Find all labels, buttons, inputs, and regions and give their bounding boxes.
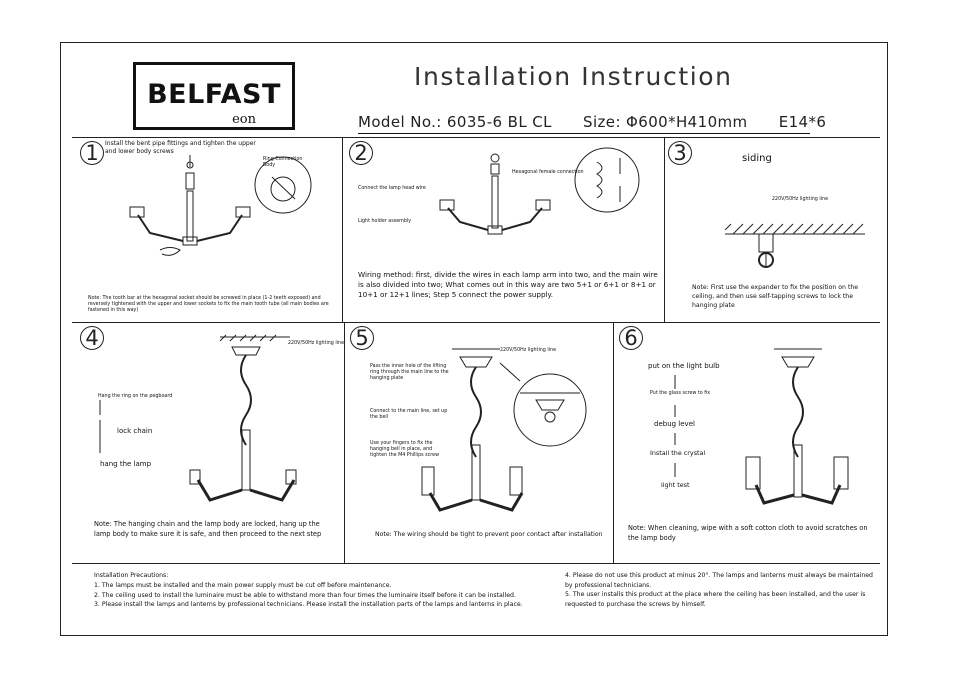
step6-debug: debug level [654,420,695,428]
step4-line-label: 220V/50Hz lighting line [288,341,345,346]
step4-diagram [99,334,297,502]
step6-glass-screw: Put the glass screw to fix [650,391,711,396]
step5-note: Note: The wiring should be tight to prev… [375,531,603,538]
step4-note: Note: The hanging chain and the lamp bod… [94,520,322,538]
step4-hang-lamp: hang the lamp [100,460,152,468]
precaution-item: 5. The user installs this product at the… [565,591,866,608]
step5-line-label: 220V/50Hz lighting line [500,348,557,353]
document-frame [60,42,888,636]
step1-diagram [129,155,312,256]
step6-put-bulb: put on the light bulb [648,362,720,370]
precautions-heading: Installation Precautions: [94,572,169,579]
grid-middle-rule [72,322,880,323]
logo-brand-text: BELFAST [147,79,281,110]
step2-label-holder: Light holder assembly [358,219,412,224]
step6-light-test: light test [661,481,690,489]
step3-line-label: 220V/50Hz lighting line [772,197,829,202]
step6-note: Note: When cleaning, wipe with a soft co… [628,524,868,542]
step2-diagram [439,147,640,235]
step2-label-wire: Connect the lamp head wire [358,186,426,191]
grid-divider [344,322,345,563]
step6-crystal: Install the crystal [650,449,706,457]
step-number: 5 [350,326,374,350]
step1-note: Note: The tooth bar at the hexagonal soc… [88,296,329,313]
step-number: 2 [349,141,373,165]
step5-connect-main: Connect to the main line, set up the bel… [370,409,448,420]
step-number: 3 [668,141,692,165]
precaution-item: 3. Please install the lamps and lanterns… [94,601,523,608]
brand-logo: BELFAST eon [133,62,295,130]
step2-label-hex: Hexagonal female connection [512,170,584,175]
grid-divider [342,137,343,322]
step1-instruction: Install the bent pipe fittings and tight… [105,140,256,155]
step3-siding: siding [742,153,772,164]
page-title: Installation Instruction [414,62,733,91]
step-number: 6 [619,326,643,350]
model-number: Model No.: 6035-6 BL CL [358,113,552,131]
step5-diagram [421,348,587,512]
model-underline [358,133,810,134]
precaution-item: 2. The ceiling used to install the lumin… [94,591,516,599]
precautions-right: 4. Please do not use this product at min… [565,571,880,609]
step4-hang-ring: Hang the ring on the pegboard [98,394,173,399]
model-info: Model No.: 6035-6 BL CL Size: Φ600*H410m… [358,113,852,131]
grid-divider [613,322,614,563]
logo-sub-text: eon [232,112,256,127]
step4-lock-chain: lock chain [117,427,153,435]
precaution-item: 4. Please do not use this product at min… [565,572,873,589]
precautions-left: 1. The lamps must be installed and the m… [94,581,554,610]
step3-note: Note: First use the expander to fix the … [692,284,859,309]
model-bulb: E14*6 [778,113,827,131]
model-size: Size: Φ600*H410mm [583,113,748,131]
step-number: 4 [80,326,104,350]
step-number: 1 [80,141,104,165]
step6-diagram [674,348,849,505]
step3-diagram [724,223,865,268]
step1-callout: Ring Connection Body [263,157,303,168]
precaution-item: 1. The lamps must be installed and the m… [94,582,392,589]
step2-wiring: Wiring method: first, divide the wires i… [358,270,658,299]
grid-top-rule [72,137,880,138]
grid-divider [664,137,665,322]
step5-pass-wire: Pass the inner hole of the lifting ring … [370,364,449,381]
step5-fingers: Use your fingers to fix the hanging bell… [370,441,440,458]
grid-bottom-rule [72,563,880,564]
